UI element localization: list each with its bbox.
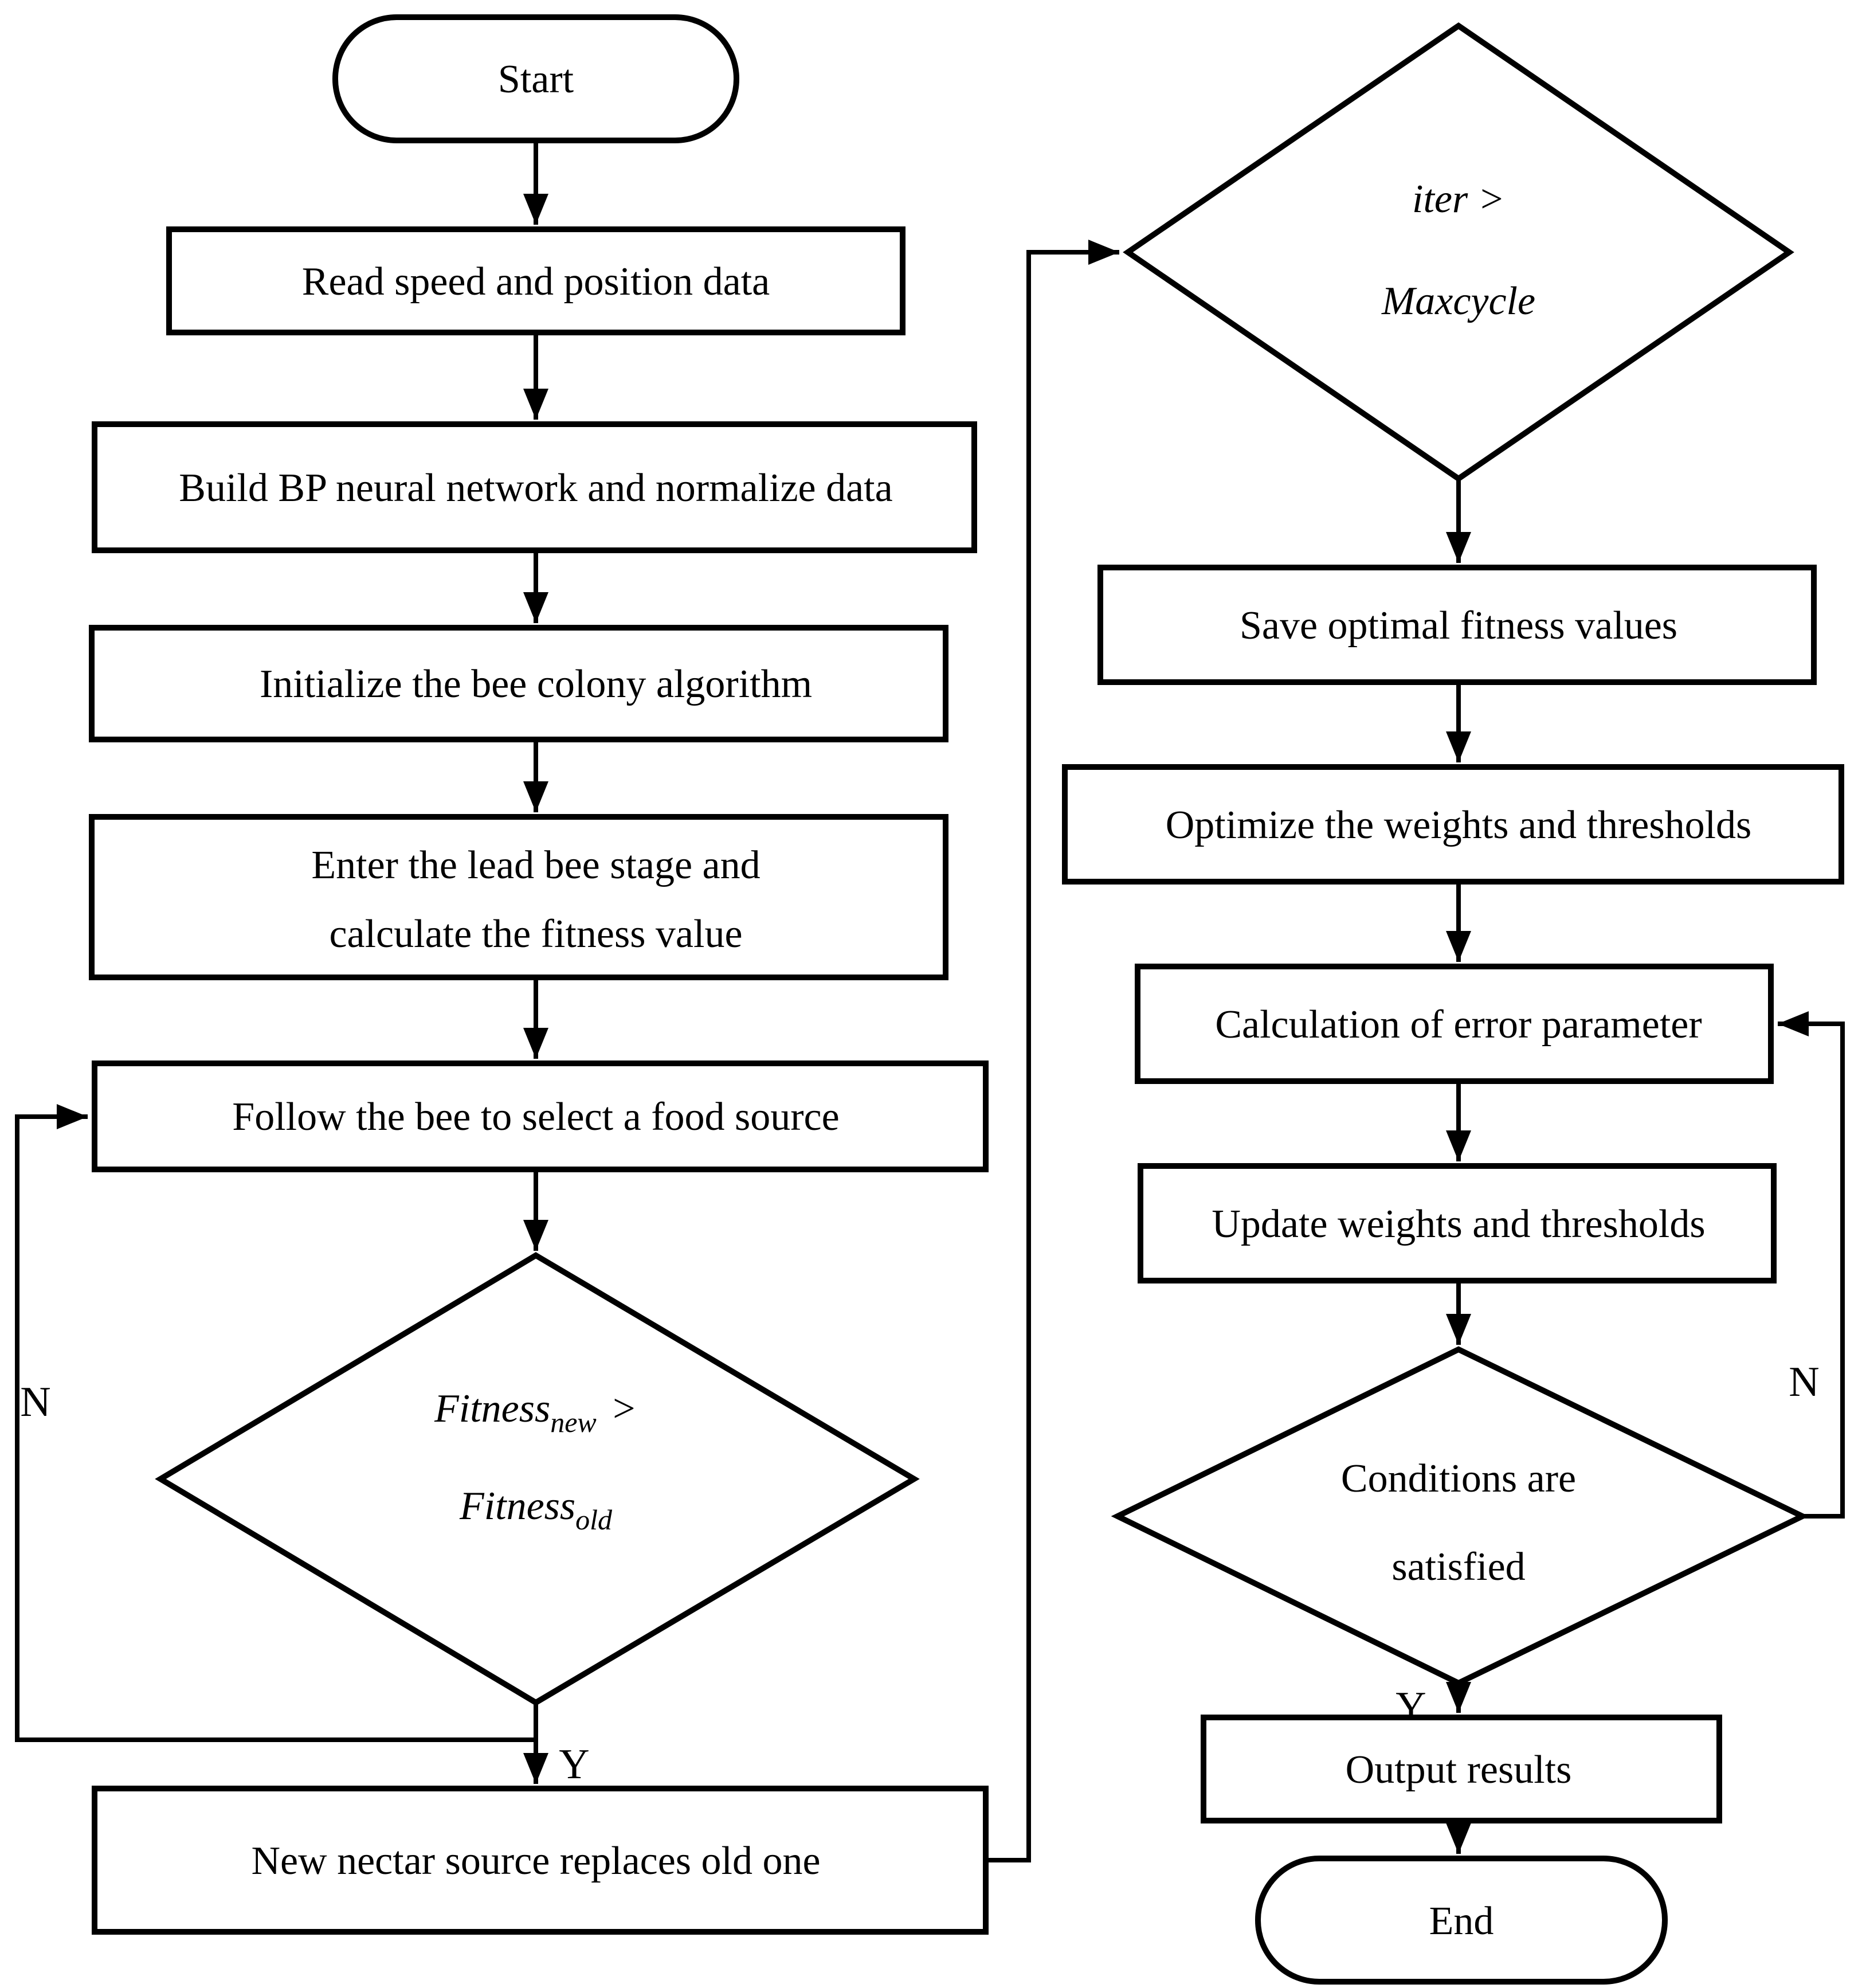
fitness-old-base: Fitness xyxy=(459,1484,575,1528)
iter-decision-line1: iter > xyxy=(1412,177,1505,221)
fitness-new-base: Fitness xyxy=(434,1387,550,1431)
nectar-label: New nectar source replaces old one xyxy=(251,1839,820,1883)
optimize-label: Optimize the weights and thresholds xyxy=(1166,803,1752,847)
update-label: Update weights and thresholds xyxy=(1212,1202,1705,1246)
enter-label-line2: calculate the fitness value xyxy=(329,912,742,956)
node-optimize-weights: Optimize the weights and thresholds xyxy=(1062,764,1844,885)
init-label: Initialize the bee colony algorithm xyxy=(260,662,812,706)
node-output-results: Output results xyxy=(1201,1715,1722,1823)
update-process-shape xyxy=(1138,1163,1777,1283)
iter-decision-line2: Maxcycle xyxy=(1381,279,1535,323)
enter-process-shape xyxy=(89,814,948,980)
fitness-decision-line1: Fitnessnew > xyxy=(434,1387,637,1438)
init-process-shape xyxy=(89,625,948,742)
conditions-decision-line1: Conditions are xyxy=(1341,1457,1576,1501)
conditions-no-label: N xyxy=(1789,1359,1819,1406)
follow-label: Follow the bee to select a food source xyxy=(232,1095,839,1139)
node-read-data: Read speed and position data xyxy=(166,226,905,335)
edge-conditions-no-loop-to-calc xyxy=(1778,1011,1845,1519)
node-build-network: Build BP neural network and normalize da… xyxy=(92,421,977,553)
enter-label-line1: Enter the lead bee stage and xyxy=(311,843,760,887)
end-label: End xyxy=(1429,1899,1494,1943)
node-save-fitness: Save optimal fitness values xyxy=(1097,565,1817,685)
node-new-nectar: New nectar source replaces old one xyxy=(92,1786,989,1935)
calc-process-shape xyxy=(1135,964,1774,1084)
fitness-no-label: N xyxy=(20,1379,50,1426)
start-terminator-shape xyxy=(332,14,739,143)
node-iter-decision: iter > Maxcycle xyxy=(1123,22,1794,483)
read-label: Read speed and position data xyxy=(302,260,770,304)
fitness-old-subscript: old xyxy=(575,1504,613,1536)
conditions-decision-shape xyxy=(1111,1346,1809,1686)
edge-layer xyxy=(15,142,1845,1862)
node-end: End xyxy=(1255,1856,1668,1985)
start-label: Start xyxy=(498,57,574,101)
read-process-shape xyxy=(166,226,905,335)
edge-nectar-to-iter-decision xyxy=(986,240,1119,1862)
output-process-shape xyxy=(1201,1715,1722,1823)
fitness-gt-operator: > xyxy=(610,1387,637,1431)
end-terminator-shape xyxy=(1255,1856,1668,1985)
node-follow-bee: Follow the bee to select a food source xyxy=(92,1060,989,1172)
node-calc-error: Calculation of error parameter xyxy=(1135,964,1774,1084)
save-process-shape xyxy=(1097,565,1817,685)
node-conditions-decision: Conditions are satisfied xyxy=(1111,1346,1809,1686)
optimize-process-shape xyxy=(1062,764,1844,885)
iter-decision-shape xyxy=(1123,22,1794,483)
calc-label: Calculation of error parameter xyxy=(1215,1003,1702,1047)
fitness-decision-shape xyxy=(155,1252,920,1706)
output-label: Output results xyxy=(1346,1748,1572,1792)
nectar-process-shape xyxy=(92,1786,989,1935)
build-label: Build BP neural network and normalize da… xyxy=(179,466,892,510)
fitness-new-subscript: new xyxy=(550,1406,597,1438)
node-start: Start xyxy=(332,14,739,143)
node-initialize-colony: Initialize the bee colony algorithm xyxy=(89,625,948,742)
fitness-decision-line2: Fitnessold xyxy=(459,1484,613,1536)
fitness-yes-label: Y xyxy=(559,1741,589,1788)
follow-process-shape xyxy=(92,1060,989,1172)
node-fitness-decision: Fitnessnew> Fitnessold xyxy=(155,1252,920,1706)
build-process-shape xyxy=(92,421,977,553)
node-lead-bee-stage: Enter the lead bee stage and calculate t… xyxy=(89,814,948,980)
save-label: Save optimal fitness values xyxy=(1240,604,1677,648)
conditions-decision-line2: satisfied xyxy=(1391,1545,1525,1589)
edge-fitness-no-loop-to-follow xyxy=(15,1104,536,1742)
node-update-weights: Update weights and thresholds xyxy=(1138,1163,1777,1283)
